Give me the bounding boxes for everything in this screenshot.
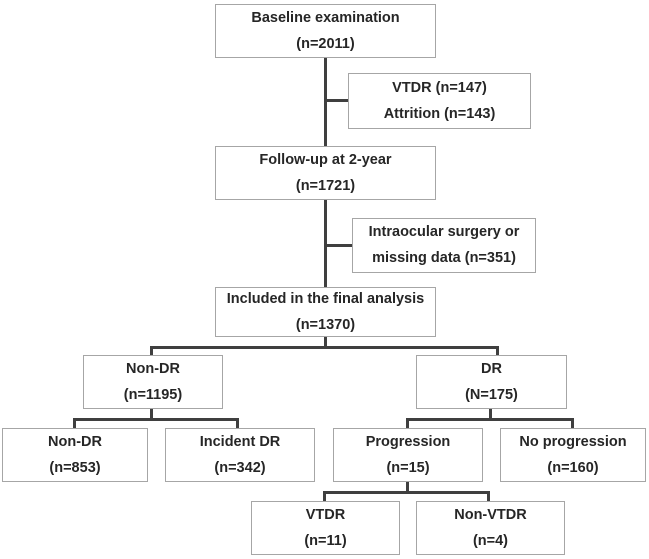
node-dr-group-line2: (N=175) bbox=[465, 386, 518, 403]
node-non-dr-outcome-line2: (n=853) bbox=[49, 459, 101, 476]
node-non-dr-group-line2: (n=1195) bbox=[123, 386, 183, 403]
node-no-progression: No progression (n=160) bbox=[500, 428, 646, 482]
node-excluded-surgery-missing: Intraocular surgery or missing data (n=3… bbox=[352, 218, 536, 273]
node-excluded-vtdr-attrition-line2: Attrition (n=143) bbox=[383, 105, 496, 122]
node-progression-line2: (n=15) bbox=[386, 459, 430, 476]
node-progression-line1: Progression bbox=[365, 433, 451, 450]
connector-drop-non-dr-group bbox=[150, 346, 153, 356]
node-non-dr-group-line1: Non-DR bbox=[126, 360, 180, 377]
node-followup-2-year-line1: Follow-up at 2-year bbox=[259, 151, 392, 168]
connector-split-progression bbox=[323, 491, 489, 494]
connector-stub-to-excluded-1 bbox=[324, 99, 349, 102]
node-excluded-vtdr-attrition: VTDR (n=147) Attrition (n=143) bbox=[348, 73, 531, 129]
node-followup-2-year: Follow-up at 2-year (n=1721) bbox=[215, 146, 436, 200]
node-non-dr-outcome: Non-DR (n=853) bbox=[2, 428, 148, 482]
node-baseline-examination-line1: Baseline examination bbox=[251, 9, 400, 26]
node-non-vtdr: Non-VTDR (n=4) bbox=[416, 501, 565, 555]
connector-drop-dr-group bbox=[496, 346, 499, 356]
node-vtdr-line2: (n=11) bbox=[304, 532, 347, 549]
node-vtdr-line1: VTDR bbox=[305, 506, 346, 523]
connector-drop-vtdr bbox=[323, 491, 326, 502]
connector-drop-non-vtdr bbox=[487, 491, 490, 502]
node-vtdr: VTDR (n=11) bbox=[251, 501, 400, 555]
node-excluded-vtdr-attrition-line1: VTDR (n=147) bbox=[392, 79, 487, 96]
node-baseline-examination: Baseline examination (n=2011) bbox=[215, 4, 436, 58]
node-dr-group-line1: DR bbox=[481, 360, 502, 377]
connector-drop-progression bbox=[406, 418, 409, 429]
node-progression: Progression (n=15) bbox=[333, 428, 483, 482]
node-included-final-analysis-line2: (n=1370) bbox=[295, 316, 356, 333]
node-incident-dr: Incident DR (n=342) bbox=[165, 428, 315, 482]
node-incident-dr-line2: (n=342) bbox=[214, 459, 266, 476]
node-no-progression-line1: No progression bbox=[519, 433, 627, 450]
node-non-dr-group: Non-DR (n=1195) bbox=[83, 355, 223, 409]
connector-included-down bbox=[324, 336, 327, 348]
connector-dr-group-down bbox=[489, 408, 492, 420]
connector-split-groups bbox=[150, 346, 498, 349]
connector-non-dr-group-down bbox=[150, 408, 153, 420]
connector-stub-to-excluded-2 bbox=[324, 244, 353, 247]
node-dr-group: DR (N=175) bbox=[416, 355, 567, 409]
connector-drop-no-progression bbox=[571, 418, 574, 429]
node-baseline-examination-line2: (n=2011) bbox=[296, 35, 355, 52]
node-followup-2-year-line2: (n=1721) bbox=[295, 177, 356, 194]
connector-progression-down bbox=[406, 481, 409, 493]
node-included-final-analysis: Included in the final analysis (n=1370) bbox=[215, 287, 436, 337]
node-incident-dr-line1: Incident DR bbox=[199, 433, 281, 450]
node-non-vtdr-line1: Non-VTDR bbox=[454, 506, 527, 523]
node-excluded-surgery-missing-line2: missing data (n=351) bbox=[372, 250, 516, 266]
connector-drop-non-dr-outcome bbox=[73, 418, 76, 429]
node-included-final-analysis-line1: Included in the final analysis bbox=[226, 290, 425, 307]
node-excluded-surgery-missing-line1: Intraocular surgery or bbox=[368, 224, 520, 241]
connector-drop-incident-dr bbox=[236, 418, 239, 429]
node-non-dr-outcome-line1: Non-DR bbox=[48, 433, 102, 450]
node-no-progression-line2: (n=160) bbox=[547, 459, 599, 476]
connector-split-dr bbox=[406, 418, 573, 421]
connector-split-non-dr bbox=[73, 418, 238, 421]
node-non-vtdr-line2: (n=4) bbox=[472, 532, 509, 549]
